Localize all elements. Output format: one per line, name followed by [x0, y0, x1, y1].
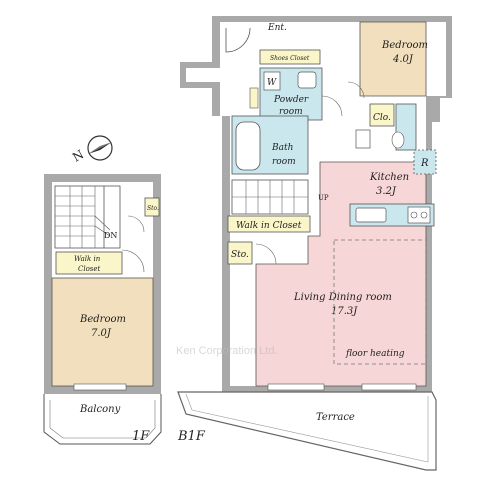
window-1f	[73, 383, 127, 391]
compass-north-label: N	[70, 147, 86, 164]
shoes-closet	[259, 49, 321, 65]
walk-in-closet-1f	[55, 251, 123, 275]
refrigerator-space	[413, 149, 437, 175]
living-dining-name: Living Dining room	[293, 292, 392, 303]
door-1f-closet	[121, 249, 145, 273]
kitchen-name: Kitchen	[369, 172, 409, 183]
walk-in-closet-b1f	[227, 215, 311, 233]
walk-in-closet-b1f-label: Walk in Closet	[236, 221, 302, 231]
bedroom-upper	[359, 21, 427, 97]
kitchen-size: 3.2J	[376, 186, 397, 197]
entrance-label: Ent.	[267, 23, 287, 33]
washer-space	[263, 71, 281, 91]
up-label: UP	[318, 194, 329, 202]
storage-b1f	[227, 241, 253, 265]
staircase-1f	[54, 185, 121, 249]
cooktop	[407, 206, 431, 224]
balcony-outline	[43, 394, 162, 445]
door-powder	[321, 95, 343, 117]
stair-area	[54, 185, 121, 249]
door-entrance	[225, 27, 251, 53]
floor-heating-label: floor heating	[345, 349, 405, 359]
refrigerator-label: R	[420, 158, 429, 169]
kitchen-sink	[355, 207, 387, 223]
balcony-label: Balcony	[79, 404, 121, 415]
watermark: Ken Corporation Ltd.	[176, 345, 278, 357]
bedroom-upper-size: 4.0J	[392, 54, 414, 65]
living-dining-size: 17.3J	[331, 306, 358, 317]
floor-b1f: Ent. Shoes Closet W Powder room Bedroom …	[180, 16, 452, 392]
terrace	[177, 391, 437, 471]
bedroom-1f-name: Bedroom	[79, 314, 126, 325]
powder-room-line1: Powder	[273, 95, 309, 105]
bath-room-line2: room	[272, 157, 296, 167]
bedroom-closet	[369, 103, 395, 127]
powder-room-line2: room	[279, 107, 303, 117]
floor-1f-label: 1F	[132, 429, 150, 444]
terrace-label: Terrace	[316, 412, 355, 423]
floor-1f: DN Sto. Walk in Closet Bedroom 7.0J Balc…	[43, 174, 162, 445]
bedroom-1f	[51, 277, 154, 387]
door-bedroom-upper	[347, 81, 365, 99]
powder-sink	[297, 71, 317, 89]
floor-heating-zone	[333, 239, 427, 365]
shoes-closet-label: Shoes Closet	[270, 55, 310, 62]
compass-circle	[87, 135, 113, 161]
door-living	[255, 243, 277, 265]
bedroom-upper-name: Bedroom	[381, 40, 428, 51]
compass: N	[70, 135, 113, 165]
dn-label: DN	[104, 231, 117, 240]
washer-label: W	[267, 78, 277, 88]
bedroom-1f-size: 7.0J	[91, 328, 112, 339]
window-b1f-left	[267, 383, 325, 391]
storage-b1f-label: Sto.	[231, 250, 249, 260]
walk-in-closet-1f-line2: Closet	[78, 265, 101, 273]
staircase-b1f	[231, 179, 309, 215]
door-1f-sto	[127, 215, 145, 233]
hall-sink	[355, 129, 371, 149]
window-b1f-right	[361, 383, 417, 391]
storage-1f-label: Sto.	[147, 205, 159, 212]
storage-1f	[144, 197, 160, 217]
toilet-icon	[391, 131, 405, 149]
compass-needle-tail	[88, 142, 112, 154]
bathtub-icon	[235, 121, 261, 171]
bedroom-closet-label: Clo.	[373, 113, 391, 123]
walk-in-closet-1f-line1: Walk in	[74, 255, 101, 263]
floor-b1f-label: B1F	[177, 429, 206, 444]
bath-room-line1: Bath	[271, 143, 293, 153]
